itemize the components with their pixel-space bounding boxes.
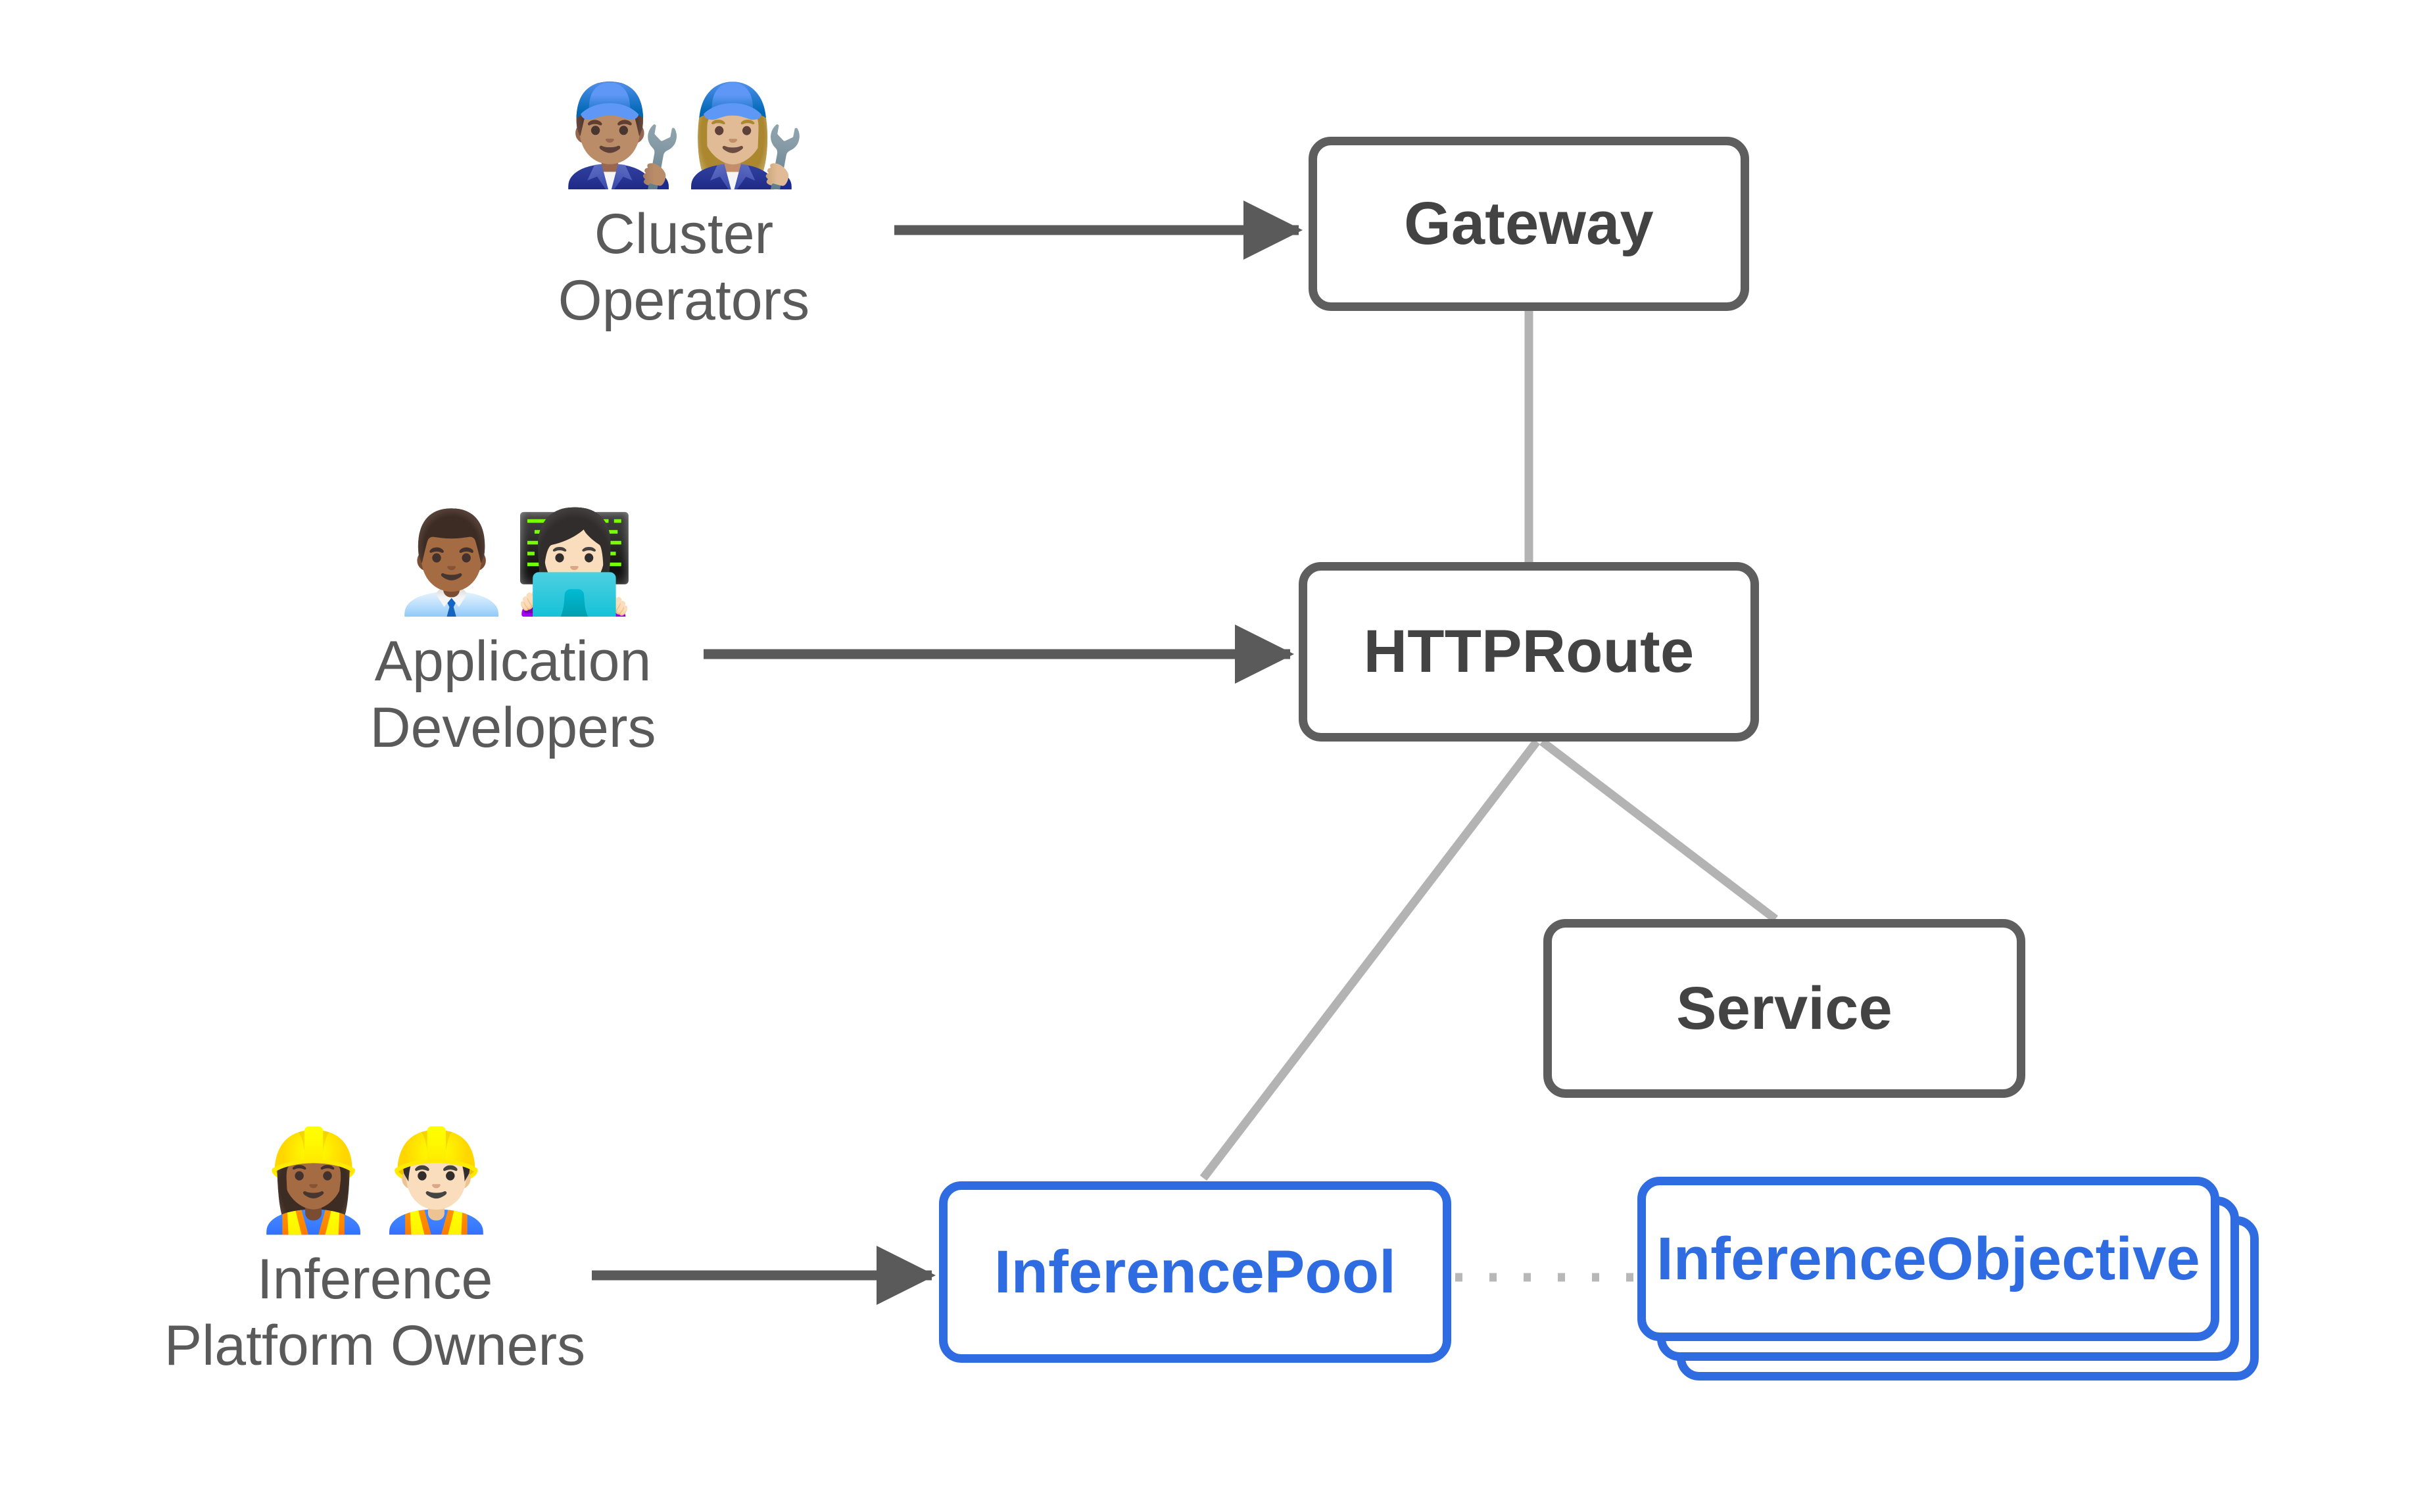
node-label-inferencepool: InferencePool	[994, 1238, 1396, 1306]
woman-technologist-icon: 👩🏻‍💻	[513, 507, 636, 617]
node-label-inferenceobjective: InferenceObjective	[1656, 1225, 2200, 1292]
node-inferencepool[interactable]: InferencePool	[939, 1181, 1451, 1363]
node-service[interactable]: Service	[1543, 919, 2025, 1098]
persona-emoji-group: 👨🏽‍🔧 👩🏼‍🔧	[561, 85, 807, 184]
persona-label-inference-platform-owners: Inference Platform Owners	[164, 1248, 586, 1378]
persona-emoji-group: 👨🏾‍💼 👩🏻‍💻	[390, 513, 636, 611]
man-office-worker-icon: 👨🏾‍💼	[390, 507, 513, 617]
connector-httproute-to-inferencepool	[1199, 739, 1541, 1181]
persona-label-application-developers: Application Developers	[370, 630, 656, 760]
man-construction-worker-icon: 👷🏻‍♂️	[375, 1125, 498, 1235]
node-gateway[interactable]: Gateway	[1309, 137, 1749, 311]
node-label-httproute: HTTPRoute	[1363, 618, 1695, 685]
persona-label-cluster-operators: Cluster Operators	[558, 202, 810, 333]
node-inferenceobjective-stack[interactable]: InferenceObjective	[1637, 1177, 2301, 1400]
node-label-gateway: Gateway	[1404, 190, 1654, 257]
man-mechanic-icon: 👨🏽‍🔧	[561, 80, 684, 190]
node-httproute[interactable]: HTTPRoute	[1299, 562, 1759, 742]
node-label-service: Service	[1676, 974, 1892, 1042]
connector-httproute-to-service	[1539, 738, 1778, 923]
persona-application-developers: 👨🏾‍💼 👩🏻‍💻 Application Developers	[302, 513, 723, 762]
persona-inference-platform-owners: 👷🏾‍♀️ 👷🏻‍♂️ Inference Platform Owners	[151, 1131, 598, 1380]
woman-construction-worker-icon: 👷🏾‍♀️	[252, 1125, 375, 1235]
node-inferenceobjective[interactable]: InferenceObjective	[1637, 1177, 2219, 1341]
persona-emoji-group: 👷🏾‍♀️ 👷🏻‍♂️	[252, 1131, 498, 1229]
woman-mechanic-icon: 👩🏼‍🔧	[684, 80, 807, 190]
persona-cluster-operators: 👨🏽‍🔧 👩🏼‍🔧 Cluster Operators	[500, 85, 868, 335]
